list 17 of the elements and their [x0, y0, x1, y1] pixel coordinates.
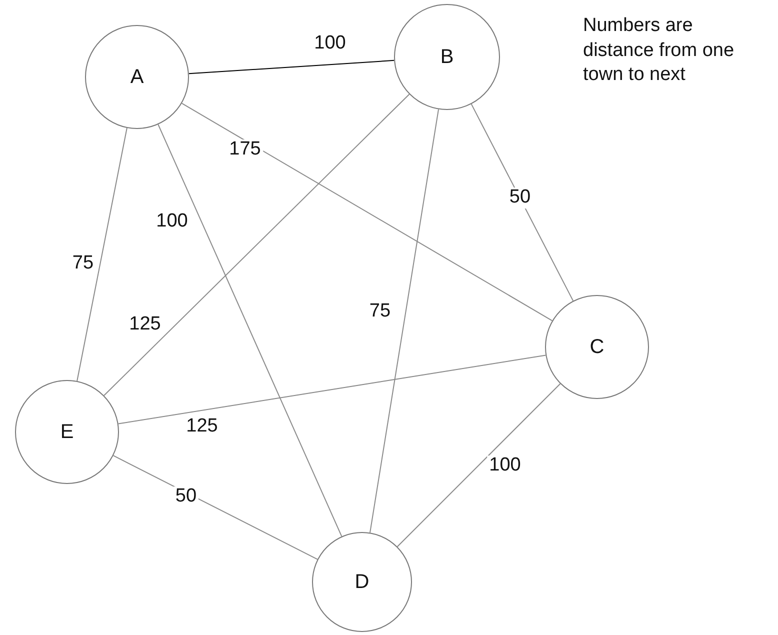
- town-circle: E: [15, 380, 119, 484]
- connector-line: [76, 128, 128, 382]
- town-circle: B: [394, 4, 500, 110]
- connector-line: [118, 354, 546, 424]
- connector-line: [181, 102, 553, 322]
- connector-line: [370, 108, 440, 534]
- edge-label: 50: [507, 188, 533, 208]
- note-text: Numbers are distance from one town to next: [583, 14, 736, 88]
- connector-line: [112, 455, 318, 560]
- connector-line: [104, 94, 410, 396]
- connector-line: [396, 383, 561, 548]
- town-circle: D: [312, 532, 412, 632]
- connector-line: [470, 104, 574, 302]
- town-circle: C: [545, 295, 649, 399]
- connector-line: [158, 124, 342, 537]
- connector-line: [188, 60, 395, 74]
- town-circle: A: [85, 25, 189, 129]
